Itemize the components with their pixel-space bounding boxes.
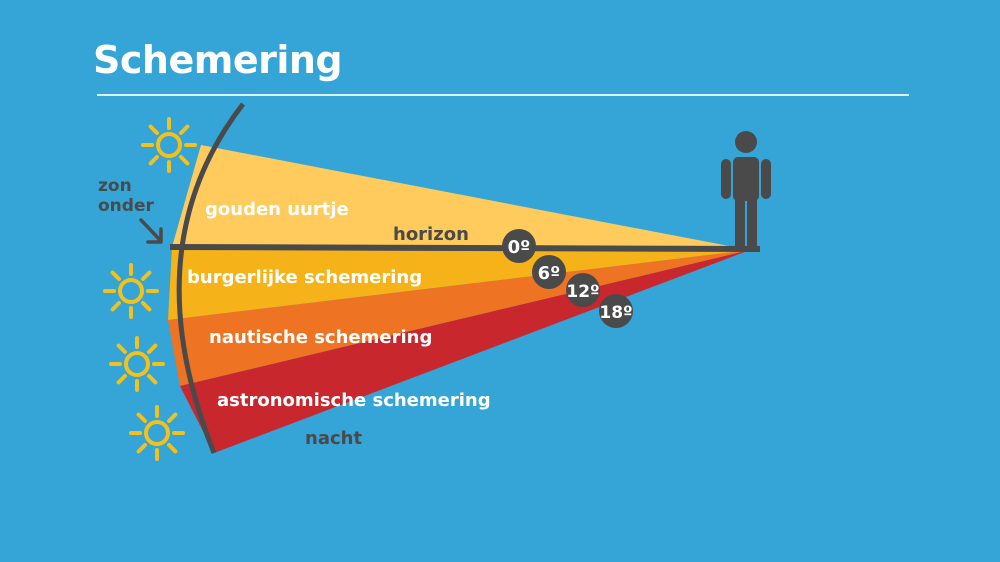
person-icon — [721, 131, 771, 251]
zone-nautical-twilight — [168, 250, 750, 386]
sun-icon — [109, 336, 165, 392]
page-title: Schemering — [93, 38, 343, 82]
degree-badge-12: 12º — [566, 273, 600, 307]
zone-label-astronomical-twilight: astronomische schemering — [217, 390, 491, 411]
sun-down-label-line1: zon — [98, 176, 132, 196]
degree-label-18: 18º — [599, 303, 632, 323]
degree-badge-18: 18º — [599, 294, 633, 328]
zone-label-civil-twilight: burgerlijke schemering — [187, 267, 422, 288]
earth-curve — [176, 102, 245, 454]
sun-icon — [103, 263, 159, 319]
zone-golden-hour — [172, 145, 750, 250]
degree-badge-0: 0º — [502, 229, 536, 263]
degree-label-12: 12º — [566, 282, 599, 302]
sun-icon — [129, 405, 185, 461]
zone-label-golden-hour: gouden uurtje — [205, 199, 349, 220]
night-label: nacht — [305, 428, 362, 449]
sun-down-label-line2: onder — [98, 196, 154, 216]
degree-badge-6: 6º — [532, 255, 566, 289]
degree-label-6: 6º — [538, 263, 561, 284]
horizon-label: horizon — [393, 224, 469, 245]
zone-civil-twilight — [168, 247, 750, 320]
degree-label-0: 0º — [508, 237, 531, 258]
zone-label-nautical-twilight: nautische schemering — [209, 327, 432, 348]
sun-icon — [141, 117, 197, 173]
horizon-line — [169, 244, 761, 252]
title-divider — [97, 94, 909, 96]
arrow-down-right-icon — [139, 218, 163, 244]
